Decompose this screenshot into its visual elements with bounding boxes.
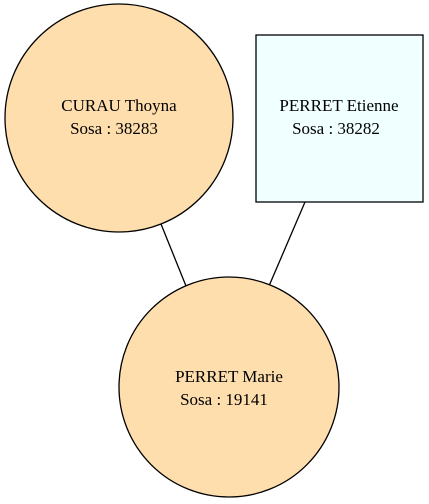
child-circle-shape bbox=[118, 276, 340, 498]
child-sosa: Sosa : 19141 bbox=[180, 390, 268, 409]
node-father[interactable]: PERRET Etienne Sosa : 38282 bbox=[255, 34, 424, 203]
child-name: PERRET Marie bbox=[175, 367, 283, 386]
mother-sosa: Sosa : 38283 bbox=[70, 119, 158, 138]
mother-name: CURAU Thoyna bbox=[61, 96, 177, 115]
father-box-shape bbox=[255, 34, 424, 203]
node-mother[interactable]: CURAU Thoyna Sosa : 38283 bbox=[4, 3, 234, 233]
mother-circle-shape bbox=[4, 3, 234, 233]
edge-father-to-child bbox=[268, 201, 306, 287]
father-name: PERRET Etienne bbox=[279, 96, 398, 115]
node-child[interactable]: PERRET Marie Sosa : 19141 bbox=[118, 276, 340, 498]
father-sosa: Sosa : 38282 bbox=[292, 119, 380, 138]
edge-mother-to-child bbox=[160, 223, 187, 287]
